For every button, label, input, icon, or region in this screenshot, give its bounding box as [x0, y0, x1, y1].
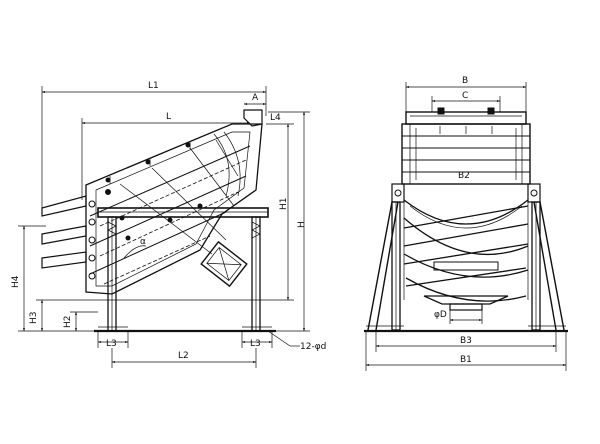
- dim-H1: H1: [266, 123, 294, 301]
- label-phiD: φD: [434, 310, 447, 320]
- dim-L2: L2: [111, 348, 257, 368]
- dim-H4: H4: [11, 225, 94, 332]
- label-H: H: [297, 221, 307, 228]
- label-H3: H3: [29, 312, 39, 325]
- label-H2: H2: [63, 316, 73, 329]
- dim-C: C: [431, 91, 501, 112]
- label-A: A: [252, 93, 259, 103]
- screen-box: α: [41, 109, 263, 295]
- front-screen-box: B2: [391, 107, 541, 311]
- support-frame: [94, 207, 276, 333]
- dim-L1: L1: [41, 81, 267, 208]
- label-C: C: [462, 91, 468, 101]
- dim-H: H: [268, 111, 310, 332]
- label-bolts: 12-φd: [300, 342, 326, 352]
- label-angle: α: [140, 237, 146, 247]
- label-L4: L4: [270, 113, 281, 123]
- dim-B: B: [405, 76, 527, 116]
- label-B3: B3: [460, 336, 472, 346]
- dim-B3: B3: [375, 331, 557, 352]
- label-L2: L2: [178, 351, 189, 361]
- label-L: L: [166, 112, 171, 122]
- dim-A: A: [243, 93, 267, 106]
- label-B1: B1: [460, 355, 472, 365]
- front-view: B C B2: [364, 76, 568, 371]
- label-L3-left: L3: [106, 339, 117, 349]
- dim-L: L: [81, 112, 251, 200]
- dim-phiD: φD: [434, 310, 483, 324]
- label-B2: B2: [458, 171, 470, 181]
- label-H4: H4: [11, 275, 21, 288]
- side-view: L1 A L L4: [11, 81, 326, 368]
- vibrator-motor: [200, 240, 248, 288]
- label-B: B: [462, 76, 468, 86]
- front-support: [364, 201, 568, 333]
- label-H1: H1: [279, 198, 289, 211]
- dim-H3: H3: [29, 299, 100, 332]
- dim-L3-left: L3: [97, 331, 129, 349]
- dim-bolts: 12-φd: [267, 330, 326, 352]
- label-L3-right: L3: [250, 339, 261, 349]
- label-L1: L1: [148, 81, 159, 91]
- dim-H2: H2: [63, 311, 98, 332]
- dim-L3-right: L3: [241, 331, 273, 349]
- dim-B1: B1: [365, 331, 567, 371]
